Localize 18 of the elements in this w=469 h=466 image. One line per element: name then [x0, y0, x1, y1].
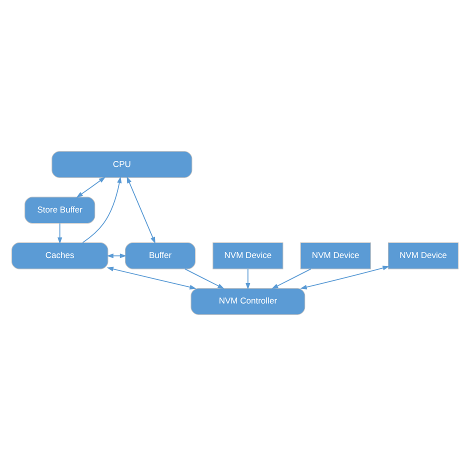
node-box: NVM Device	[212, 242, 283, 270]
arrow	[245, 268, 250, 290]
arrow	[300, 266, 389, 290]
arrow	[126, 176, 155, 244]
node-box: NVM Controller	[190, 288, 305, 315]
node-box: CPU	[51, 151, 192, 178]
node-box: Buffer	[124, 242, 196, 270]
node-box: Caches	[10, 242, 108, 270]
arrow	[270, 268, 311, 289]
arrow	[76, 176, 106, 198]
arrow	[106, 253, 126, 258]
arrow	[184, 268, 224, 289]
arrow	[106, 266, 196, 290]
node-box: Store Buffer	[24, 196, 95, 224]
node-box: NVM Device	[387, 242, 458, 270]
arrow	[82, 176, 122, 244]
arrow	[57, 222, 62, 244]
node-box: NVM Device	[300, 242, 370, 270]
